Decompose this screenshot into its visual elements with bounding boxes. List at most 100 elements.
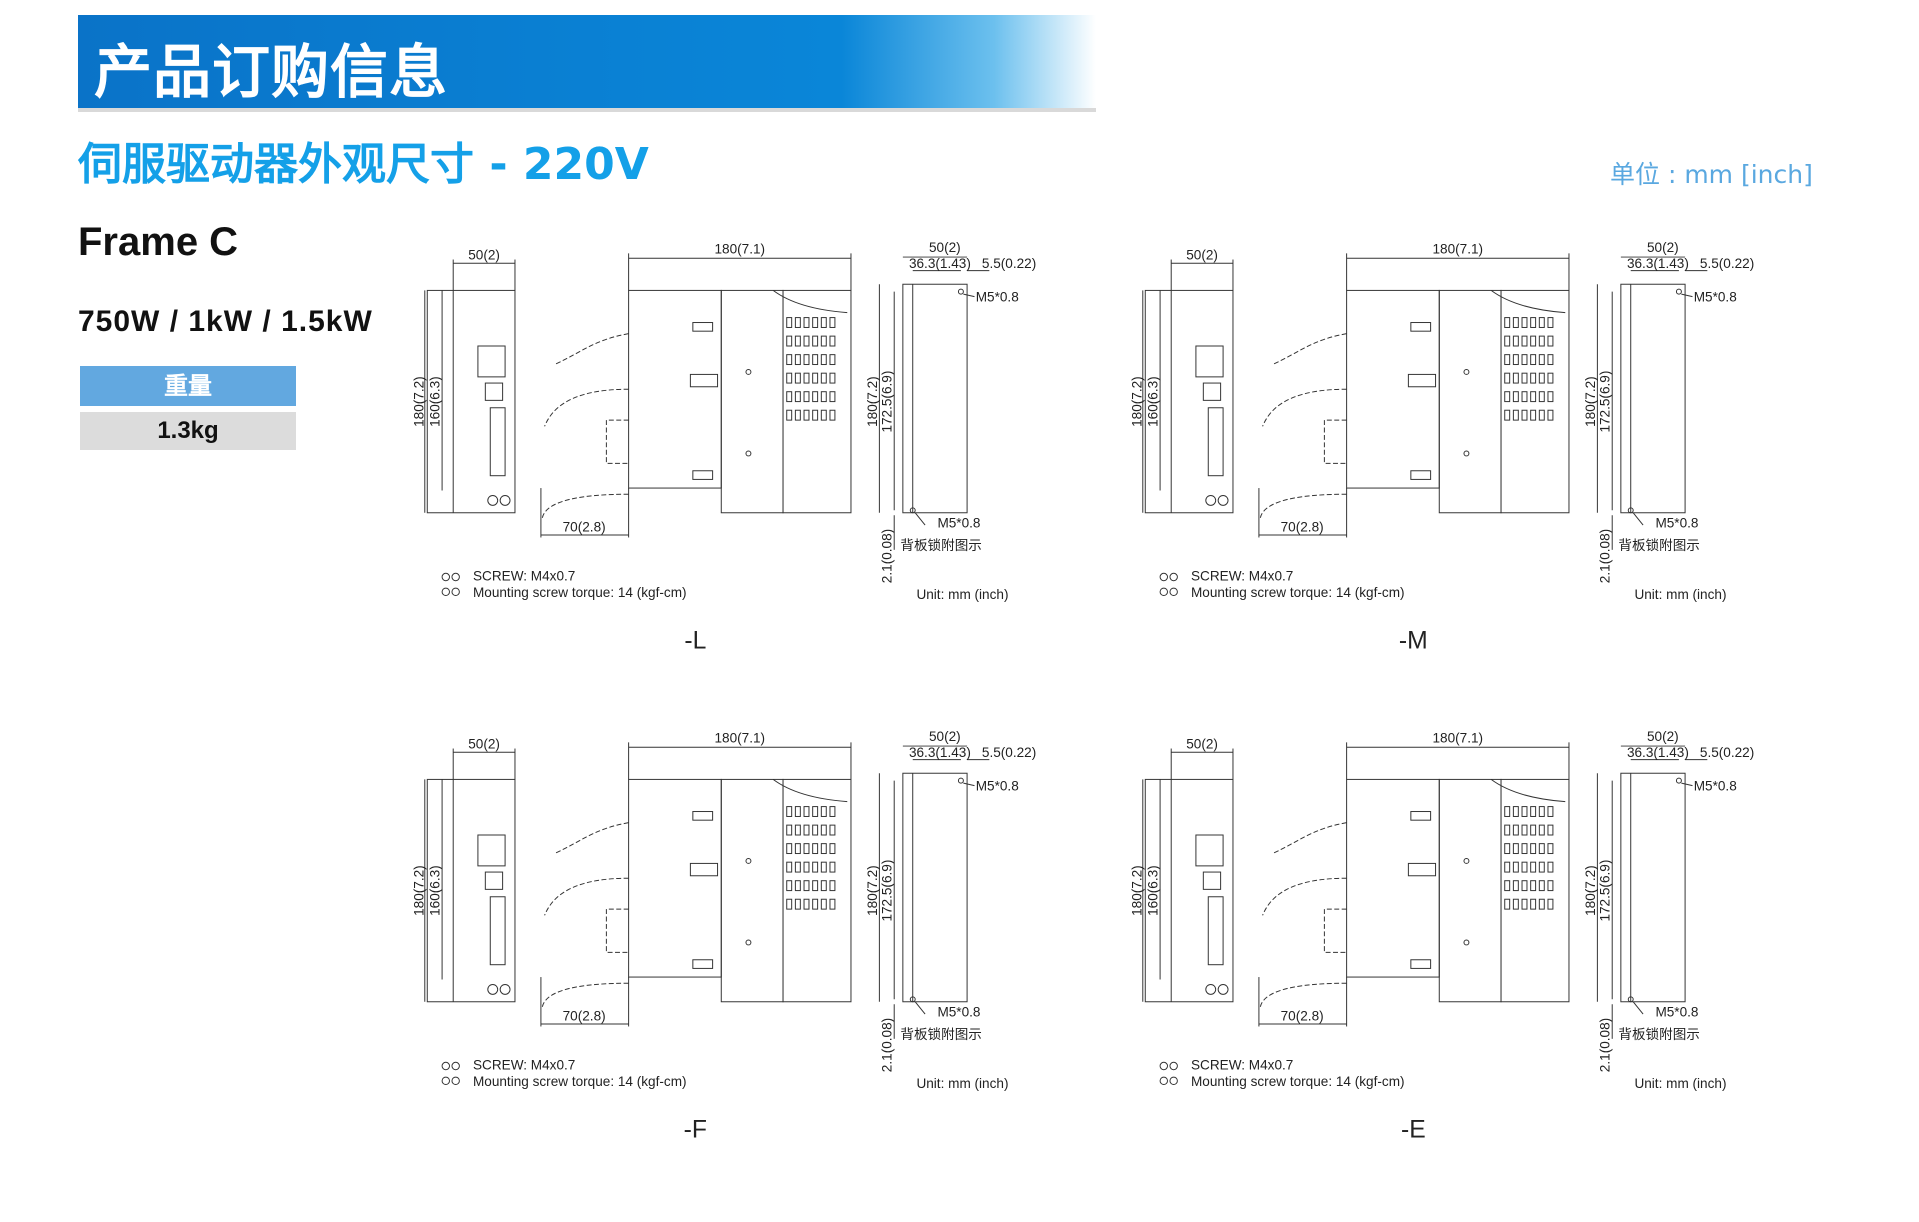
screw-top-label: M5*0.8 xyxy=(1694,779,1737,794)
back-bottom-offset-dim: 2.1(0.08) xyxy=(880,1018,895,1072)
front-width-dim: 50(2) xyxy=(468,737,500,752)
page-title: 产品订购信息 xyxy=(94,38,449,106)
back-caption: 背板锁附图示 xyxy=(900,1027,981,1042)
power-ratings: 750W / 1kW / 1.5kW xyxy=(78,305,373,338)
front-height-inner-dim: 160(6.3) xyxy=(1146,376,1161,427)
back-hole-pitch-dim: 172.5(6.9) xyxy=(880,860,895,922)
side-view xyxy=(1258,742,1570,1027)
cable-clearance-dim: 70(2.8) xyxy=(1281,1008,1324,1023)
front-view xyxy=(424,259,516,514)
side-depth-dim: 180(7.1) xyxy=(715,730,766,745)
back-width-dim: 50(2) xyxy=(929,240,961,255)
cable-clearance-dim: 70(2.8) xyxy=(1281,519,1324,534)
back-hole-spacing-dim: 36.3(1.43) xyxy=(1627,256,1689,271)
screw-bottom-label: M5*0.8 xyxy=(937,1005,980,1020)
torque-note: Mounting screw torque: 14 (kgf-cm) xyxy=(1191,585,1405,600)
dimension-diagram: 50(2)180(7.2)160(6.3)180(7.1)70(2.8)50(2… xyxy=(1126,240,1776,661)
screw-note: SCREW: M4x0.7 xyxy=(1191,569,1293,584)
drawing-lines xyxy=(424,742,990,1086)
cable-clearance-dim: 70(2.8) xyxy=(563,1008,606,1023)
screw-top-label: M5*0.8 xyxy=(976,779,1019,794)
back-hole-pitch-dim: 172.5(6.9) xyxy=(1598,371,1613,433)
dimension-diagram: 50(2)180(7.2)160(6.3)180(7.1)70(2.8)50(2… xyxy=(408,729,1058,1150)
back-caption: 背板锁附图示 xyxy=(1618,538,1699,553)
front-height-inner-dim: 160(6.3) xyxy=(428,376,443,427)
diagram-unit-note: Unit: mm (inch) xyxy=(916,587,1008,602)
torque-note: Mounting screw torque: 14 (kgf-cm) xyxy=(1191,1074,1405,1089)
front-width-dim: 50(2) xyxy=(1186,737,1218,752)
side-view xyxy=(540,742,852,1027)
drawing-lines xyxy=(1142,253,1708,597)
drawing-lines xyxy=(1142,742,1708,1086)
back-hole-offset-dim: 5.5(0.22) xyxy=(1700,256,1754,271)
front-height-inner-dim: 160(6.3) xyxy=(428,865,443,916)
back-height-total-dim: 180(7.2) xyxy=(1583,376,1598,427)
diagram-unit-note: Unit: mm (inch) xyxy=(1634,1076,1726,1091)
back-width-dim: 50(2) xyxy=(1647,240,1679,255)
screw-note: SCREW: M4x0.7 xyxy=(473,569,575,584)
back-hole-offset-dim: 5.5(0.22) xyxy=(982,745,1036,760)
side-view xyxy=(540,253,852,538)
back-bottom-offset-dim: 2.1(0.08) xyxy=(1598,529,1613,583)
back-plate-view xyxy=(878,745,990,1039)
diagram-unit-note: Unit: mm (inch) xyxy=(916,1076,1008,1091)
back-plate-view xyxy=(878,256,990,550)
back-hole-pitch-dim: 172.5(6.9) xyxy=(880,371,895,433)
frame-title: Frame C xyxy=(78,220,239,264)
model-suffix-label: -F xyxy=(684,1117,707,1144)
back-width-dim: 50(2) xyxy=(1647,729,1679,744)
front-height-total-dim: 180(7.2) xyxy=(412,865,427,916)
unit-note: 单位 : mm [inch] xyxy=(1610,160,1813,189)
model-suffix-label: -M xyxy=(1399,628,1428,655)
back-bottom-offset-dim: 2.1(0.08) xyxy=(1598,1018,1613,1072)
front-width-dim: 50(2) xyxy=(1186,248,1218,263)
screw-note: SCREW: M4x0.7 xyxy=(473,1058,575,1073)
dimension-diagram: 50(2)180(7.2)160(6.3)180(7.1)70(2.8)50(2… xyxy=(1126,729,1776,1150)
back-hole-spacing-dim: 36.3(1.43) xyxy=(909,745,971,760)
back-width-dim: 50(2) xyxy=(929,729,961,744)
back-caption: 背板锁附图示 xyxy=(900,538,981,553)
diagram-unit-note: Unit: mm (inch) xyxy=(1634,587,1726,602)
screw-bottom-label: M5*0.8 xyxy=(937,516,980,531)
model-suffix-label: -L xyxy=(684,628,706,655)
front-height-total-dim: 180(7.2) xyxy=(412,376,427,427)
back-height-total-dim: 180(7.2) xyxy=(1583,865,1598,916)
back-height-total-dim: 180(7.2) xyxy=(865,865,880,916)
front-height-inner-dim: 160(6.3) xyxy=(1146,865,1161,916)
screw-bottom-label: M5*0.8 xyxy=(1655,1005,1698,1020)
front-height-total-dim: 180(7.2) xyxy=(1130,376,1145,427)
screw-symbol-icon xyxy=(1159,572,1178,597)
back-bottom-offset-dim: 2.1(0.08) xyxy=(880,529,895,583)
section-subtitle: 伺服驱动器外观尺寸 - 220V xyxy=(78,139,649,190)
side-depth-dim: 180(7.1) xyxy=(1433,241,1484,256)
back-plate-view xyxy=(1596,256,1708,550)
back-caption: 背板锁附图示 xyxy=(1618,1027,1699,1042)
front-height-total-dim: 180(7.2) xyxy=(1130,865,1145,916)
back-hole-offset-dim: 5.5(0.22) xyxy=(1700,745,1754,760)
screw-note: SCREW: M4x0.7 xyxy=(1191,1058,1293,1073)
front-view xyxy=(1142,748,1234,1003)
back-hole-pitch-dim: 172.5(6.9) xyxy=(1598,860,1613,922)
screw-symbol-icon xyxy=(1159,1061,1178,1086)
back-plate-view xyxy=(1596,745,1708,1039)
dimension-diagram: 50(2)180(7.2)160(6.3)180(7.1)70(2.8)50(2… xyxy=(408,240,1058,661)
screw-top-label: M5*0.8 xyxy=(976,290,1019,305)
model-suffix-label: -E xyxy=(1401,1117,1426,1144)
back-hole-spacing-dim: 36.3(1.43) xyxy=(909,256,971,271)
back-height-total-dim: 180(7.2) xyxy=(865,376,880,427)
cable-clearance-dim: 70(2.8) xyxy=(563,519,606,534)
torque-note: Mounting screw torque: 14 (kgf-cm) xyxy=(473,585,687,600)
torque-note: Mounting screw torque: 14 (kgf-cm) xyxy=(473,1074,687,1089)
back-hole-offset-dim: 5.5(0.22) xyxy=(982,256,1036,271)
front-view xyxy=(424,748,516,1003)
front-width-dim: 50(2) xyxy=(468,248,500,263)
weight-header: 重量 xyxy=(80,366,296,406)
side-view xyxy=(1258,253,1570,538)
screw-top-label: M5*0.8 xyxy=(1694,290,1737,305)
header-banner: 产品订购信息 xyxy=(78,15,1096,112)
side-depth-dim: 180(7.1) xyxy=(1433,730,1484,745)
side-depth-dim: 180(7.1) xyxy=(715,241,766,256)
screw-bottom-label: M5*0.8 xyxy=(1655,516,1698,531)
back-hole-spacing-dim: 36.3(1.43) xyxy=(1627,745,1689,760)
screw-symbol-icon xyxy=(441,572,460,597)
